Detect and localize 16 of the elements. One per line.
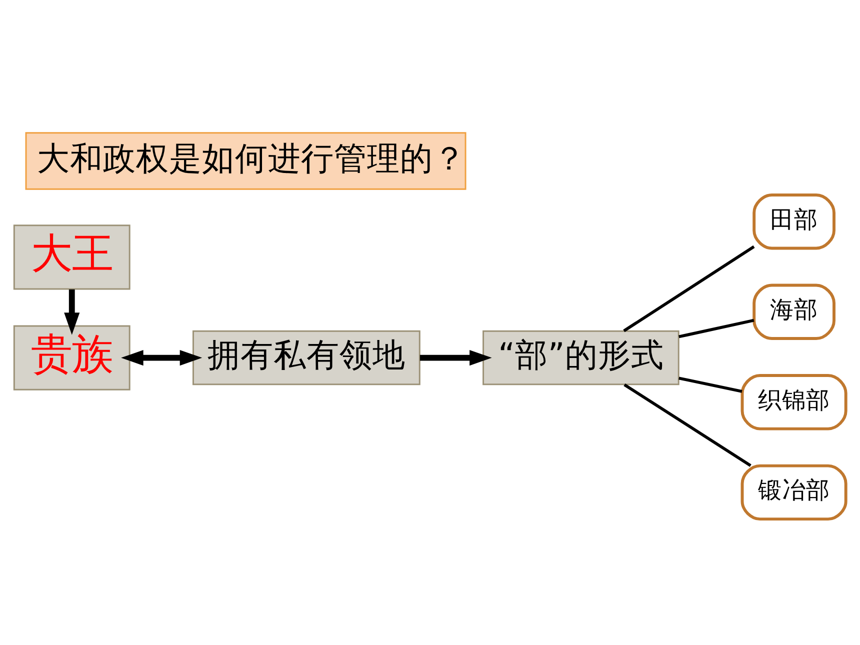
connector [623,244,755,332]
node-box: 织锦部 [740,374,848,430]
arrow [64,288,80,334]
node-box: 大王 [13,224,130,290]
connector [624,382,752,466]
node-box: 海部 [752,283,836,340]
arrow [121,349,202,366]
node-box: “部”的形式 [482,330,680,385]
arrow [420,349,492,366]
node-box: 贵族 [13,324,130,390]
node-box: 拥有私有领地 [192,330,420,385]
node-box: 田部 [752,193,836,250]
connector [678,376,742,392]
connector [678,318,754,338]
node-box: 锻冶部 [740,464,848,520]
diagram-title: 大和政权是如何进行管理的？ [37,138,466,177]
